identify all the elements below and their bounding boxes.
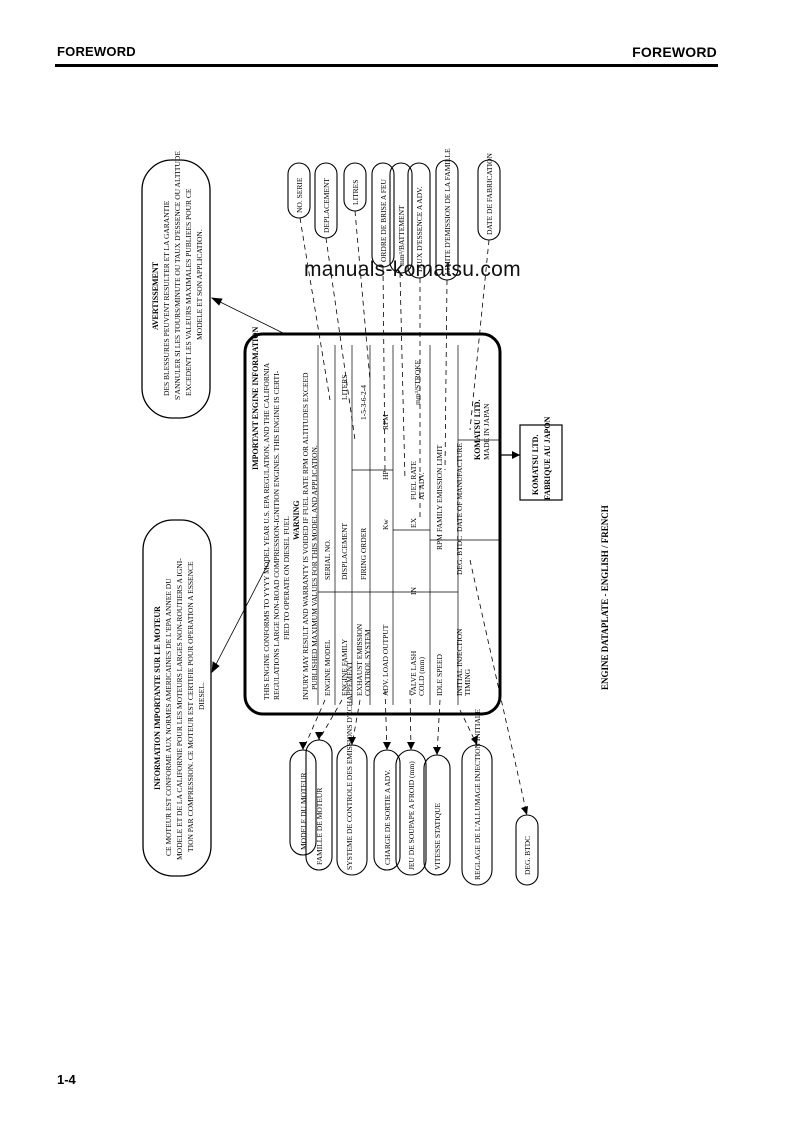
- header-right: FOREWORD: [632, 44, 717, 60]
- avertissement-callout: [141, 159, 211, 419]
- bottom-arrowheads: [299, 732, 528, 815]
- plate-intro-2: REGULATIONS LARGE NON-ROAD COMPRESSION-I…: [272, 370, 281, 700]
- dataplate-box: [243, 332, 502, 716]
- bottom-leaders: [302, 559, 528, 816]
- cell-deg-btdc: DEG. BTDC: [455, 536, 464, 575]
- svg-text:FAMILLE DE MOTEUR: FAMILLE DE MOTEUR: [315, 788, 324, 865]
- svg-text:DEG. BTDC: DEG. BTDC: [523, 836, 532, 875]
- cell-firing-order: FIRING ORDER: [359, 528, 368, 580]
- plate-warning-2: PUBLISHED MAXIMUM VALUES FOR THIS MODEL …: [310, 445, 319, 690]
- cell-valve-lash: VALVE LASH: [409, 650, 418, 696]
- svg-text:REGLAGE DE L'ALLUMAGE INJECTIO: REGLAGE DE L'ALLUMAGE INJECTION INITIALE: [473, 709, 482, 880]
- callout-arrows: [210, 297, 286, 673]
- svg-text:NO. SERIE: NO. SERIE: [295, 177, 304, 213]
- cell-control-system: CONTROL SYSTEM: [363, 629, 372, 696]
- svg-text:MODELE DU MOTEUR: MODELE DU MOTEUR: [299, 773, 308, 851]
- svg-text:FABRIQUE AU JAPON: FABRIQUE AU JAPON: [543, 416, 552, 500]
- svg-text:INFORMATION IMPORTANTE SUR LE: INFORMATION IMPORTANTE SUR LE MOTEUR: [153, 606, 162, 790]
- cell-made-in-japan: MADE IN JAPAN: [482, 403, 491, 460]
- cell-adv-load-output: ADV. LOAD OUTPUT: [381, 624, 390, 696]
- svg-text:MODELE ET DE LA CALIFORNIE POU: MODELE ET DE LA CALIFORNIE POUR LES MOTE…: [175, 558, 184, 860]
- cell-cold: COLD (mm): [417, 657, 426, 696]
- svg-text:mm³/BATTEMENT: mm³/BATTEMENT: [397, 205, 406, 266]
- svg-text:MODELE ET SON APPLICATION.: MODELE ET SON APPLICATION.: [195, 229, 204, 340]
- information-text: INFORMATION IMPORTANTE SUR LE MOTEUR CE …: [153, 558, 206, 860]
- svg-text:DIESEL.: DIESEL.: [197, 682, 206, 710]
- cell-liters: LITERS: [340, 375, 349, 400]
- svg-text:KOMATSU LTD.: KOMATSU LTD.: [531, 435, 540, 495]
- cell-initial-injection: INITIAL INJECTION: [455, 628, 464, 696]
- plate-title: IMPORTANT ENGINE INFORMATION: [251, 326, 260, 470]
- cell-exhaust-emission: EXHAUST EMISSION: [355, 623, 364, 696]
- plate-intro-3: FIED TO OPERATE ON DIESEL FUEL: [282, 516, 291, 640]
- cell-date-of-manufacture: DATE OF MANUFACTURE: [455, 443, 464, 532]
- dataplate-grid: [317, 345, 500, 705]
- cell-in: IN: [409, 587, 418, 595]
- svg-text:DES BLESSURES PEUVENT RESULTER: DES BLESSURES PEUVENT RESULTER ET LA GAR…: [162, 200, 171, 396]
- header-rule: [55, 64, 718, 67]
- svg-text:VITESSE STATIQUE: VITESSE STATIQUE: [433, 802, 442, 870]
- plate-warning-1: INJURY MAY RESULT AND WARRANTY IS VOIDED…: [301, 372, 310, 700]
- plate-text-group: IMPORTANT ENGINE INFORMATION THIS ENGINE…: [251, 326, 491, 700]
- cell-rpm: RPM: [381, 414, 390, 430]
- cell-idle-speed: IDLE SPEED: [435, 654, 444, 696]
- page-number: 1-4: [57, 1072, 76, 1087]
- cell-komatsu-ltd: KOMATSU LTD.: [473, 400, 482, 460]
- information-callout: [142, 519, 212, 877]
- svg-text:AVERTISSEMENT: AVERTISSEMENT: [151, 261, 160, 330]
- cell-firing-order-value: 1-5-3-6-2-4: [359, 385, 368, 420]
- komatsu-box: [519, 424, 563, 501]
- top-leaders: [299, 210, 490, 520]
- cell-ex: EX: [409, 517, 418, 528]
- svg-text:SYSTEME DE CONTROLE DES EMISSI: SYSTEME DE CONTROLE DES EMISSIONS D'ECHA…: [345, 661, 354, 870]
- cell-engine-family: ENGINE FAMILY: [340, 638, 349, 696]
- svg-text:S'ANNULER SI LES TOURS/MINUTE: S'ANNULER SI LES TOURS/MINUTE OU TAUX D'…: [173, 151, 182, 400]
- top-labels-text: NO. SERIE DEPLACEMENT LITRES ORDRE DE BR…: [295, 148, 494, 275]
- svg-text:TION PAR COMPRESSION. CE MOTEU: TION PAR COMPRESSION. CE MOTEUR EST CERT…: [186, 561, 195, 852]
- bottom-labels-text: MODELE DU MOTEUR FAMILLE DE MOTEUR SYSTE…: [299, 661, 532, 880]
- figure-caption: ENGINE DATAPLATE - ENGLISH / FRENCH: [600, 505, 610, 690]
- cell-mm-stroke: mm³/STROKE: [413, 359, 422, 405]
- svg-text:CHARGE DE SORTIE A ADV.: CHARGE DE SORTIE A ADV.: [383, 769, 392, 865]
- cell-at-adv: AT ADV.: [417, 472, 426, 500]
- svg-text:CE MOTEUR EST CONFORME AUX NOR: CE MOTEUR EST CONFORME AUX NORMES AMERIC…: [164, 578, 173, 856]
- plate-warning-title: WARNING: [292, 500, 301, 540]
- cell-timing: TIMING: [463, 668, 472, 696]
- svg-text:DATE DE FABRICATION: DATE DE FABRICATION: [485, 152, 494, 235]
- cell-family-emission-limit: FAMILY EMISSION LIMIT: [435, 444, 444, 532]
- cell-kw: Kw: [381, 519, 390, 530]
- svg-text:LIMITE D'EMISSION DE LA FAMILL: LIMITE D'EMISSION DE LA FAMILLE: [443, 148, 452, 275]
- cell-displacement: DISPLACEMENT: [340, 522, 349, 580]
- cell-fuel-rate: FUEL RATE: [409, 460, 418, 500]
- watermark: manuals-komatsu.com: [304, 258, 521, 281]
- cell-engine-model: ENGINE MODEL: [323, 639, 332, 696]
- svg-text:JEU DE SOUPAPE A FROID (mm): JEU DE SOUPAPE A FROID (mm): [407, 761, 416, 870]
- cell-hp: HP: [381, 470, 390, 480]
- cell-serial-no: SERIAL NO.: [323, 539, 332, 580]
- svg-text:DEPLACEMENT: DEPLACEMENT: [322, 178, 331, 233]
- header-left: FOREWORD: [57, 44, 136, 59]
- svg-text:TAUX D'ESSENCE A ADV.: TAUX D'ESSENCE A ADV.: [415, 186, 424, 273]
- plate-intro-1: THIS ENGINE CONFORMS TO YYYY MODEL YEAR …: [262, 362, 271, 700]
- cell-rpm2: RPM: [435, 534, 444, 550]
- avertissement-text: AVERTISSEMENT DES BLESSURES PEUVENT RESU…: [151, 151, 204, 400]
- svg-text:EXCEDENT LES VALEURS MAXIMALES: EXCEDENT LES VALEURS MAXIMALES PUBLIEES …: [184, 188, 193, 396]
- svg-text:ORDRE DE BRISE A FEU: ORDRE DE BRISE A FEU: [379, 178, 388, 262]
- svg-text:LITRES: LITRES: [351, 180, 360, 205]
